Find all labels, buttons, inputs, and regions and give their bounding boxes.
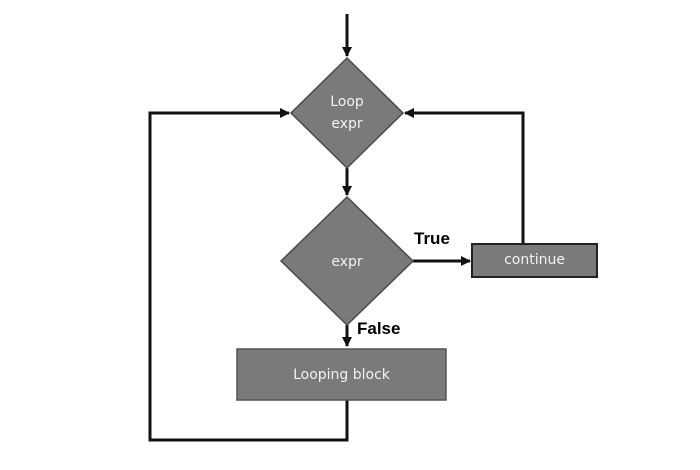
loop-expr-diamond (289, 56, 405, 170)
block-back-arrow (148, 108, 349, 442)
loop-expr-line1: Loop (330, 94, 364, 110)
continue-back-arrow (404, 108, 525, 243)
looping-block-box (236, 348, 447, 401)
false-label: False (357, 319, 401, 338)
loop-expr-label: Loop expr (297, 91, 397, 135)
continue-label: continue (504, 252, 565, 268)
expr-diamond (279, 195, 415, 327)
continue-box (471, 243, 598, 278)
true-label: True (414, 229, 450, 248)
expr-label: expr (331, 254, 363, 270)
looping-block-label: Looping block (293, 367, 390, 383)
loop-expr-line2: expr (331, 116, 363, 132)
